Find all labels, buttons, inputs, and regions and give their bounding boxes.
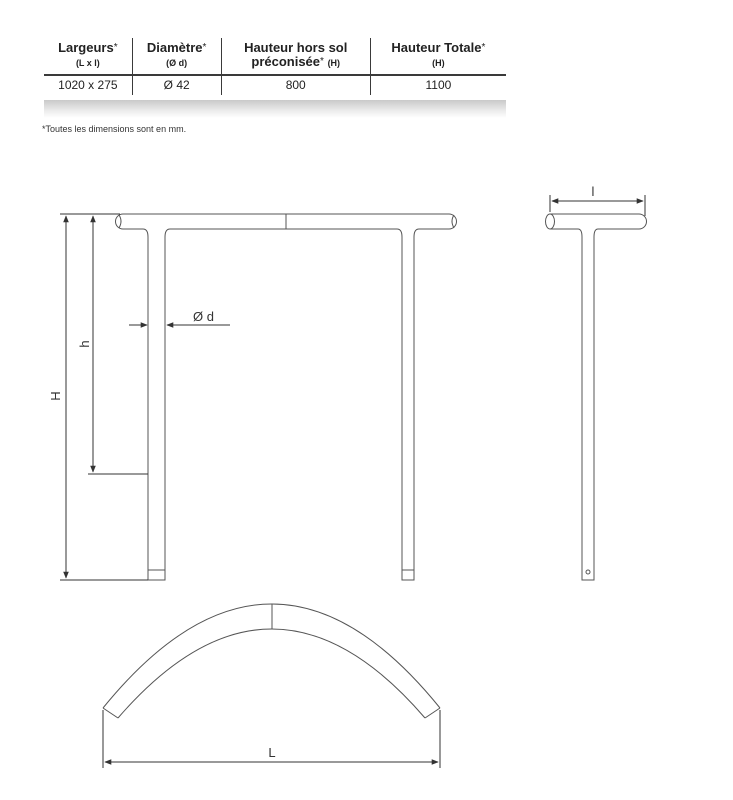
label-H: H — [48, 391, 63, 400]
header-diametre-sub: (Ø d) — [166, 58, 188, 68]
header-hauteur-hors-sol-unit: (H) — [327, 58, 341, 68]
label-h: h — [77, 340, 92, 347]
header-diametre-title: Diamètre — [146, 40, 203, 55]
cell-hauteur-hors-sol: 800 — [221, 75, 371, 95]
header-hauteur-totale: Hauteur Totale* (H) — [370, 38, 506, 75]
table-row: 1020 x 275 Ø 42 800 1100 — [44, 75, 506, 95]
table-shadow — [44, 100, 506, 118]
side-view — [545, 213, 647, 581]
header-hauteur-totale-mark: * — [481, 42, 486, 53]
header-diametre: Diamètre* (Ø d) — [132, 38, 222, 75]
side-rail-tube-end — [545, 213, 555, 230]
dimension-l — [549, 195, 646, 216]
header-hauteur-totale-sub: (H) — [432, 58, 445, 68]
top-arc-inner — [117, 628, 426, 719]
front-top-rail — [115, 213, 457, 581]
header-diametre-mark: * — [202, 42, 207, 53]
label-diameter: Ø d — [193, 309, 214, 324]
table-header-row: Largeurs* (L x l) Diamètre* (Ø d) Hauteu… — [44, 38, 506, 75]
top-arc-end-left — [102, 707, 119, 719]
header-largeurs: Largeurs* (L x l) — [44, 38, 133, 75]
header-hauteur-totale-title: Hauteur Totale — [391, 40, 482, 55]
cell-hauteur-totale: 1100 — [425, 78, 452, 92]
top-arc-end-right — [424, 707, 441, 719]
front-rail-end-left — [118, 214, 122, 229]
dimension-H — [60, 213, 148, 581]
header-largeurs-sub: (L x l) — [75, 58, 100, 68]
header-hauteur-hors-sol-mark: * — [320, 56, 324, 67]
footnote: *Toutes les dimensions sont en mm. — [42, 124, 187, 134]
front-view — [115, 213, 457, 581]
dimension-L — [102, 710, 441, 768]
side-top-rail — [550, 213, 647, 581]
header-hauteur-hors-sol-title2: préconisée — [251, 54, 321, 69]
label-l: l — [592, 184, 595, 199]
cell-largeurs: 1020 x 275 — [44, 75, 133, 95]
label-L: L — [268, 745, 275, 760]
top-view — [102, 603, 441, 719]
front-rail-end-right — [451, 214, 455, 229]
header-hauteur-hors-sol: Hauteur hors sol préconisée* (H) — [221, 38, 371, 75]
header-largeurs-mark: * — [113, 42, 118, 53]
side-leg-hole — [585, 569, 591, 575]
header-largeurs-title: Largeurs — [58, 40, 114, 55]
header-hauteur-hors-sol-title: Hauteur hors sol — [244, 40, 348, 55]
dimensions-table: Largeurs* (L x l) Diamètre* (Ø d) Hauteu… — [44, 38, 506, 95]
dimension-h — [88, 213, 148, 475]
cell-diametre: Ø 42 — [132, 75, 222, 95]
